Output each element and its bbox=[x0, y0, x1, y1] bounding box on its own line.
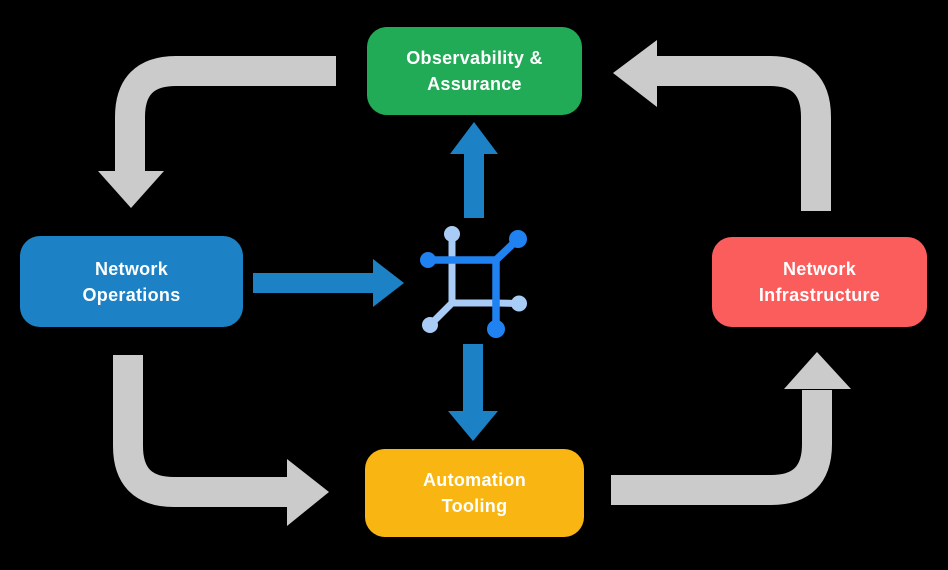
arrow-observability-to-operations bbox=[98, 56, 336, 208]
arrow-head-down-icon bbox=[98, 171, 164, 208]
arrow-hub-to-automation bbox=[448, 344, 498, 441]
arrow-head-left-icon bbox=[613, 40, 657, 107]
network-fabric-icon bbox=[420, 226, 527, 338]
arrow-operations-to-automation bbox=[113, 355, 329, 526]
arrow-head-up-icon bbox=[784, 352, 851, 389]
node-network-infrastructure: Network Infrastructure bbox=[712, 237, 927, 327]
node-label-line: Automation bbox=[423, 470, 526, 490]
icon-dark-dots bbox=[420, 230, 527, 338]
arrow-operations-to-hub bbox=[253, 259, 404, 307]
arrow-head-right-icon bbox=[287, 459, 329, 526]
node-label-line: Assurance bbox=[427, 74, 522, 94]
arrow-shaft bbox=[656, 56, 831, 211]
arrow-shaft bbox=[113, 355, 288, 507]
node-label-line: Tooling bbox=[441, 496, 508, 516]
node-label-line: Infrastructure bbox=[758, 285, 881, 305]
node-label-line: Network bbox=[782, 259, 857, 279]
node-label-line: Network bbox=[94, 258, 169, 279]
arrow-shaft bbox=[611, 390, 832, 505]
icon-light-dots bbox=[422, 226, 527, 333]
node-network-operations: Network Operations bbox=[20, 236, 243, 327]
arrow-head-up-icon bbox=[450, 122, 498, 154]
node-label-line: Observability & bbox=[406, 48, 543, 68]
node-automation-tooling: Automation Tooling bbox=[365, 449, 584, 537]
arrow-shaft bbox=[115, 56, 336, 172]
node-observability-assurance: Observability & Assurance bbox=[367, 27, 582, 115]
node-label-line: Operations bbox=[82, 284, 181, 305]
arrow-head-down-icon bbox=[448, 411, 498, 441]
arrow-hub-to-observability bbox=[450, 122, 498, 218]
arrow-head-right-icon bbox=[373, 259, 404, 307]
arrow-automation-to-infrastructure bbox=[611, 352, 851, 505]
arrow-infrastructure-to-observability bbox=[613, 40, 831, 211]
